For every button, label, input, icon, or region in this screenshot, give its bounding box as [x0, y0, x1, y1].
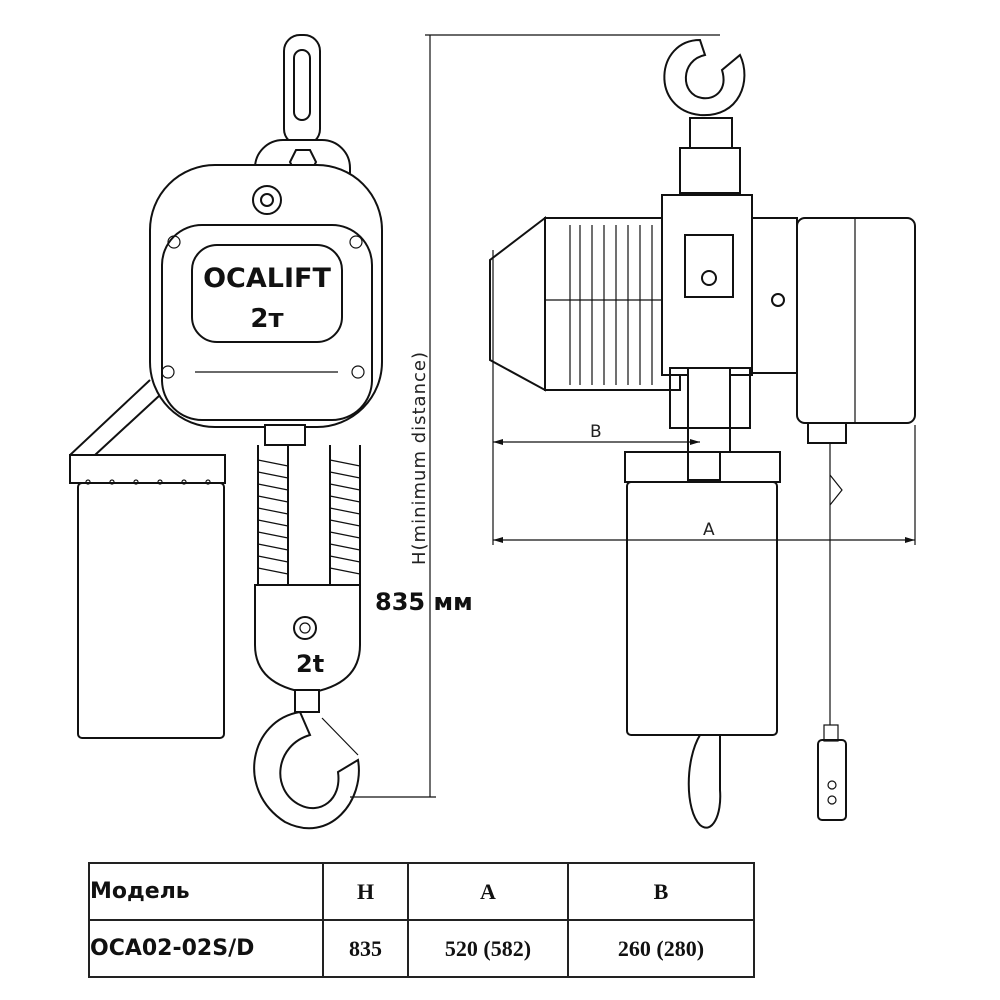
spec-table: Модель H A B OCA02-02S/D 835 520 (582) 2…: [88, 862, 755, 978]
side-view: [489, 38, 916, 829]
brand-text: OCALIFT: [203, 263, 331, 294]
table-header-row: Модель H A B: [88, 862, 755, 921]
chain-bag-rim: [69, 454, 226, 484]
chain-bag: [77, 482, 225, 739]
dim-b-label: B: [590, 422, 602, 442]
cell-model: OCA02-02S/D: [88, 919, 324, 978]
top-hook: [663, 38, 746, 117]
header-a: A: [407, 862, 569, 921]
side-chain-bag-rim: [624, 451, 781, 483]
cell-b: 260 (280): [567, 919, 755, 978]
header-h: H: [322, 862, 409, 921]
h-label: H(minimum distance): [409, 351, 430, 565]
pendant-control: [817, 739, 847, 821]
front-view: OCALIFT 2т 2t: [69, 34, 383, 830]
side-chain-bag: [626, 481, 778, 736]
label-panel: [191, 244, 343, 343]
dim-a-label: A: [703, 520, 715, 540]
h-dimension: H(minimum distance) 835 мм: [350, 34, 720, 798]
capacity-text: 2т: [250, 304, 283, 334]
block-capacity-text: 2t: [296, 650, 324, 678]
cell-a: 520 (582): [407, 919, 569, 978]
h-value: 835 мм: [375, 588, 473, 616]
motor: [544, 217, 681, 391]
table-row: OCA02-02S/D 835 520 (582) 260 (280): [88, 919, 755, 978]
header-model: Модель: [88, 862, 324, 921]
bottom-hook: [253, 710, 360, 830]
cell-h: 835: [322, 919, 409, 978]
gearbox: [796, 217, 916, 424]
header-b: B: [567, 862, 755, 921]
ab-dimensions: B A: [492, 250, 916, 545]
